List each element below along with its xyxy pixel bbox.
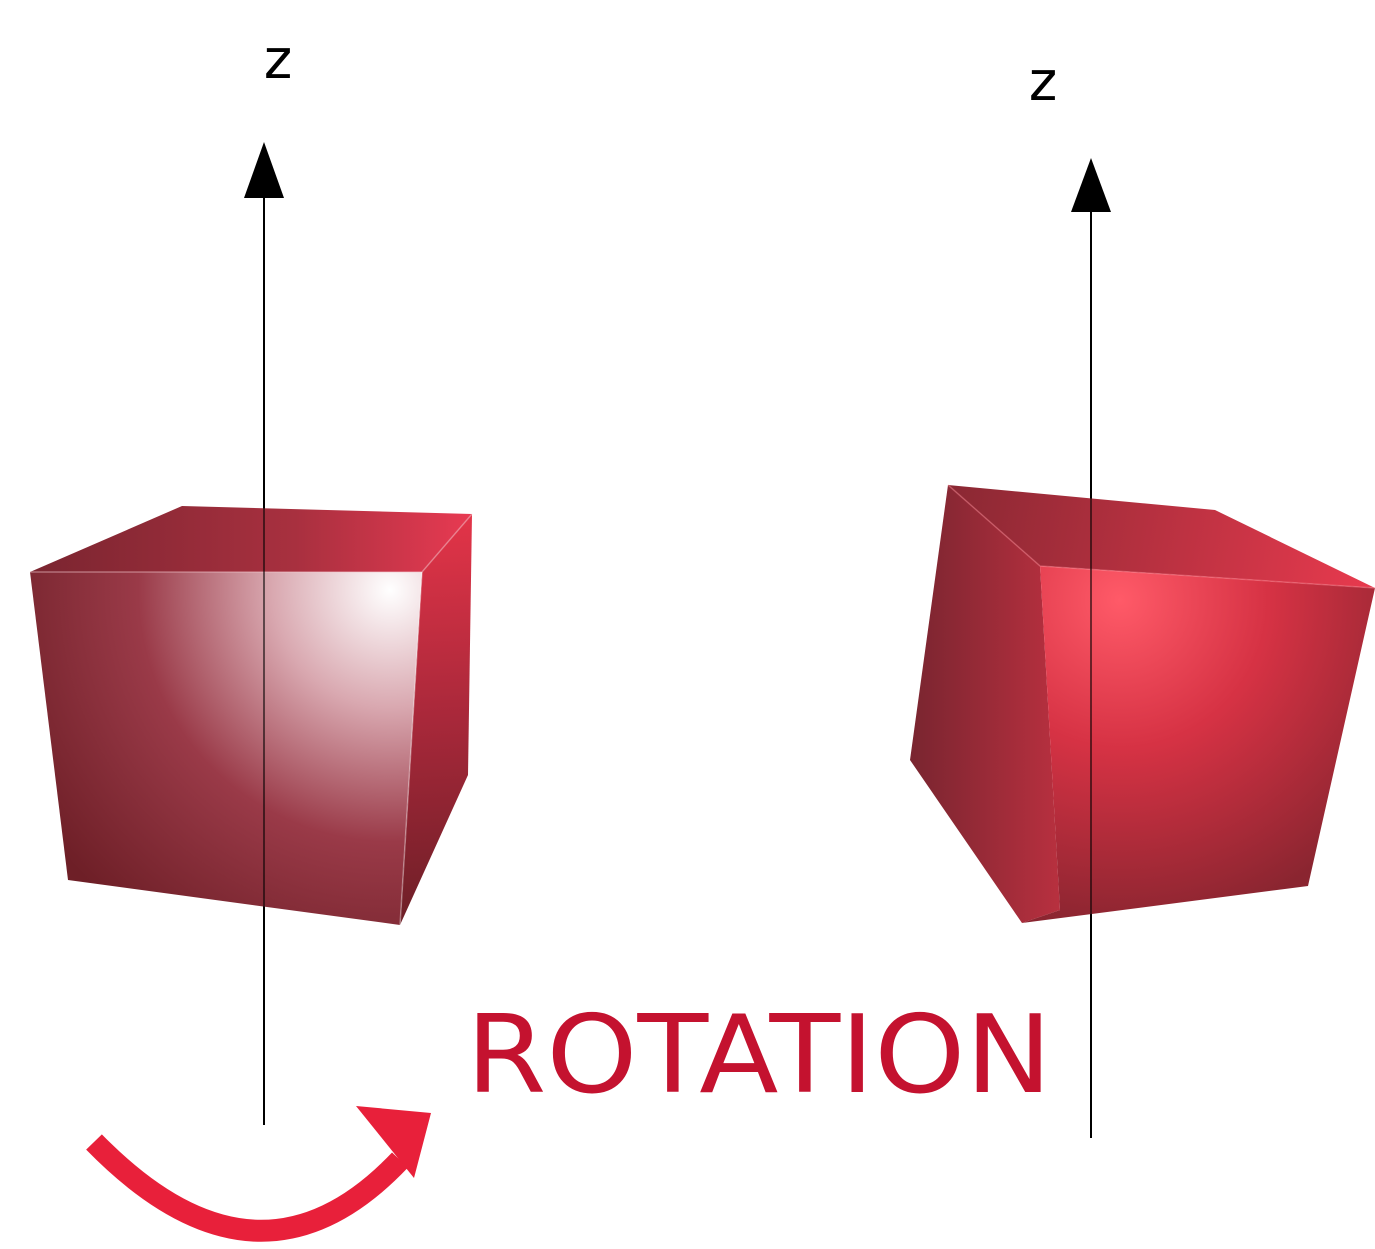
rotation-arrow-arc: [86, 1134, 408, 1242]
left-cube-front-face: [30, 572, 422, 925]
rotation-label: ROTATION: [466, 993, 1052, 1118]
left-cube-top-face: [30, 506, 472, 572]
left-z-axis-arrowhead: [244, 142, 284, 198]
rotation-arrow-head: [356, 1106, 431, 1178]
right-cube-left-face: [910, 485, 1060, 923]
right-z-axis-arrowhead: [1071, 158, 1111, 212]
right-z-axis-label: z: [1029, 50, 1057, 113]
right-cube-group: z: [910, 50, 1375, 1138]
curved-arrow-icon: [86, 1106, 431, 1242]
left-cube: [30, 506, 473, 926]
right-cube: [910, 484, 1375, 923]
left-cube-side-face: [400, 514, 472, 925]
left-z-axis-label: z: [264, 28, 292, 91]
left-cube-group: z: [30, 28, 473, 1125]
right-cube-top-face: [948, 485, 1375, 588]
right-cube-front-face: [1022, 566, 1375, 923]
